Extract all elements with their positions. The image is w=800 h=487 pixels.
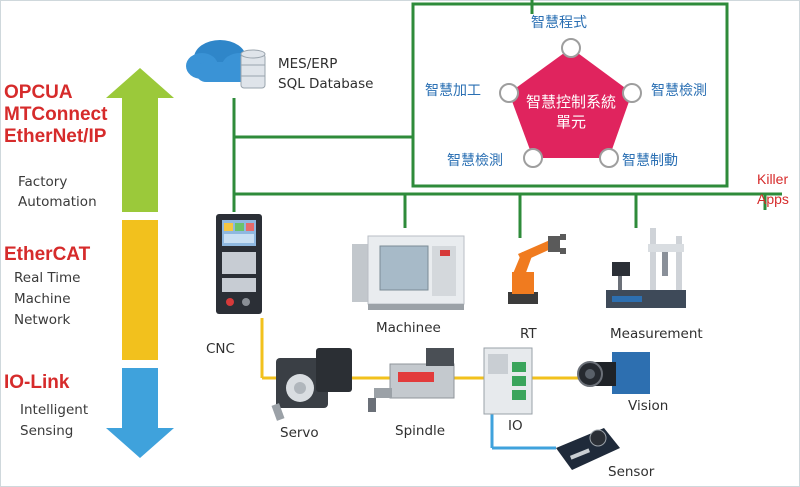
device-label-vision: Vision [628,398,669,414]
device-label-io: IO [508,418,523,434]
killer-apps-line1: Killer [757,171,789,187]
node-top-icon [561,38,581,58]
device-label-sensor: Sensor [608,464,655,480]
network-label: Network [14,312,71,328]
database-label-line2: SQL Database [278,76,374,92]
device-label-spindle: Spindle [395,423,446,439]
yellow-bar [122,220,158,360]
sensor-module-icon [556,428,620,470]
node-right-icon [622,83,642,103]
measurement-machine-icon [606,228,686,308]
device-label-cnc: CNC [206,341,235,357]
spindle-icon [368,348,455,412]
center-label-line1: 智慧控制系統 [525,93,616,111]
protocol-mtconnect: MTConnect [4,104,108,125]
node-bottom-right-label: 智慧制動 [622,153,678,169]
protocol-io-link: IO-Link [4,372,70,393]
cnc-controller-icon [216,214,262,314]
device-label-robot: RT [520,326,537,342]
database-label-line1: MES/ERP [278,56,338,72]
device-label-measurement: Measurement [610,326,703,342]
sensing-label: Sensing [20,423,74,439]
vision-camera-icon [577,352,650,394]
node-left-icon [499,83,519,103]
cloud-database-icon [186,40,266,89]
machining-center-icon [352,235,465,310]
real-time-label: Real Time [14,270,81,286]
smart-unit-frame [411,2,729,188]
green-up-arrow [106,68,174,212]
pentagon [509,48,632,158]
device-label-machine: Machinee [376,320,441,336]
node-top-label: 智慧程式 [531,15,587,31]
node-right-label: 智慧檢測 [651,83,707,99]
node-bottom-left-label: 智慧檢測 [447,153,503,169]
blue-down-arrow [106,368,174,458]
factory-label: Factory [18,174,68,190]
automation-label: Automation [18,194,97,210]
protocol-ethernet-ip: EtherNet/IP [4,126,107,147]
io-module-icon [483,347,533,415]
protocol-opcua: OPCUA [4,82,73,103]
device-label-servo: Servo [280,425,319,441]
machine-label: Machine [14,291,71,307]
robot-arm-icon [508,234,566,304]
green-network-lines [232,0,782,238]
servo-motor-icon [271,348,352,421]
intelligent-label: Intelligent [20,402,89,418]
node-left-label: 智慧加工 [425,83,481,99]
node-bottom-right-icon [599,148,619,168]
killer-apps-line2: Apps [757,191,789,207]
node-bottom-left-icon [523,148,543,168]
protocol-ethercat: EtherCAT [4,244,91,265]
center-label-line2: 單元 [555,113,586,131]
